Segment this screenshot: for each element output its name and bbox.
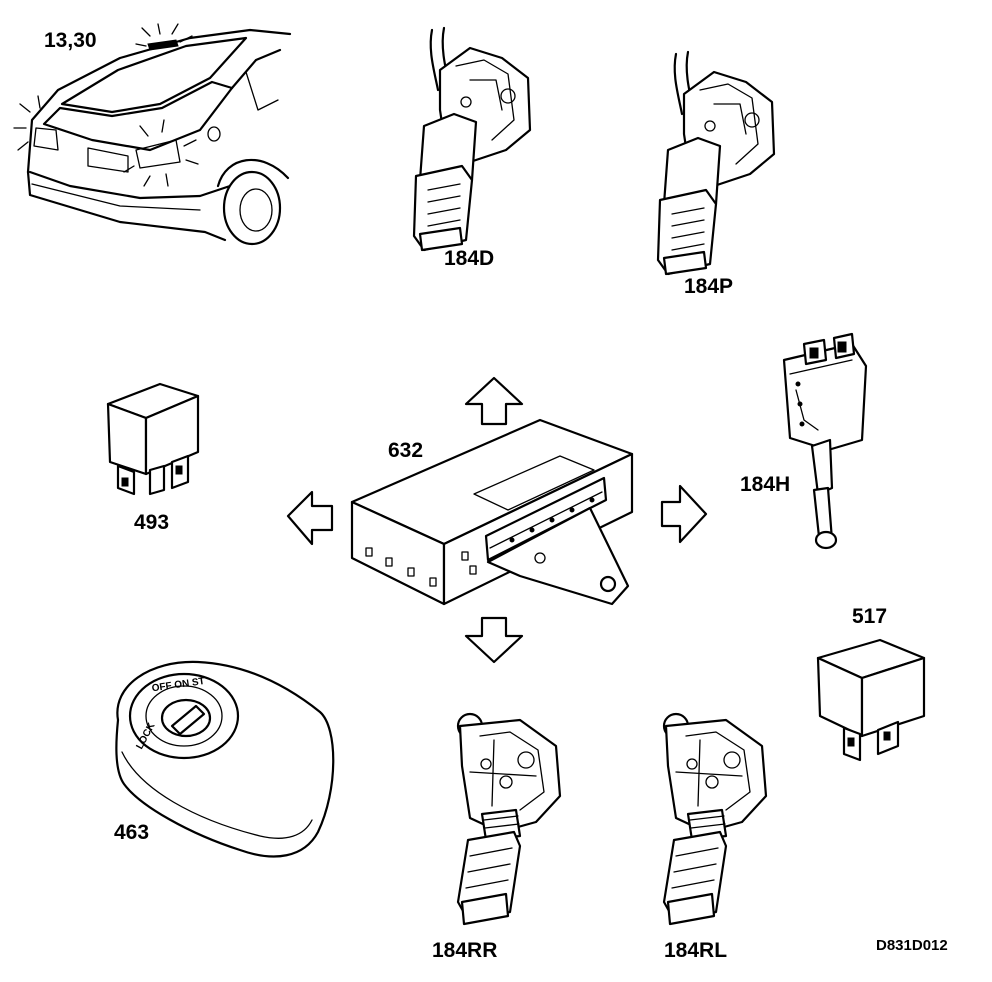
label-relay-right: 517 <box>852 605 888 628</box>
label-lock-rear-left: 184RL <box>664 939 728 962</box>
relay-left-icon <box>106 382 200 496</box>
arrow-right-icon <box>660 484 708 544</box>
label-control-unit: 632 <box>388 439 424 462</box>
lock-rear-left-icon <box>662 712 768 926</box>
lock-front-passenger-icon <box>656 50 776 276</box>
ignition-switch-icon: OFF ON ST LOCK <box>115 660 335 858</box>
label-lock-rear-right: 184RR <box>432 939 498 962</box>
lock-rear-right-icon <box>456 712 562 926</box>
relay-right-icon <box>816 638 926 762</box>
figure-reference: D831D012 <box>876 937 948 954</box>
lock-front-driver-icon <box>412 26 532 252</box>
label-ignition: 463 <box>114 821 150 844</box>
car-rear-lights-icon <box>13 23 292 246</box>
label-lock-hatch: 184H <box>740 473 791 496</box>
arrow-left-icon <box>286 490 334 546</box>
label-lock-front-passenger: 184P <box>684 275 734 298</box>
control-unit-icon <box>350 418 634 606</box>
switch-actuator-icon <box>782 332 868 550</box>
arrow-down-icon <box>464 616 524 664</box>
label-relay-left: 493 <box>134 511 170 534</box>
arrow-up-icon <box>464 376 524 426</box>
label-lock-front-driver: 184D <box>444 247 495 270</box>
label-car: 13,30 <box>44 29 97 52</box>
